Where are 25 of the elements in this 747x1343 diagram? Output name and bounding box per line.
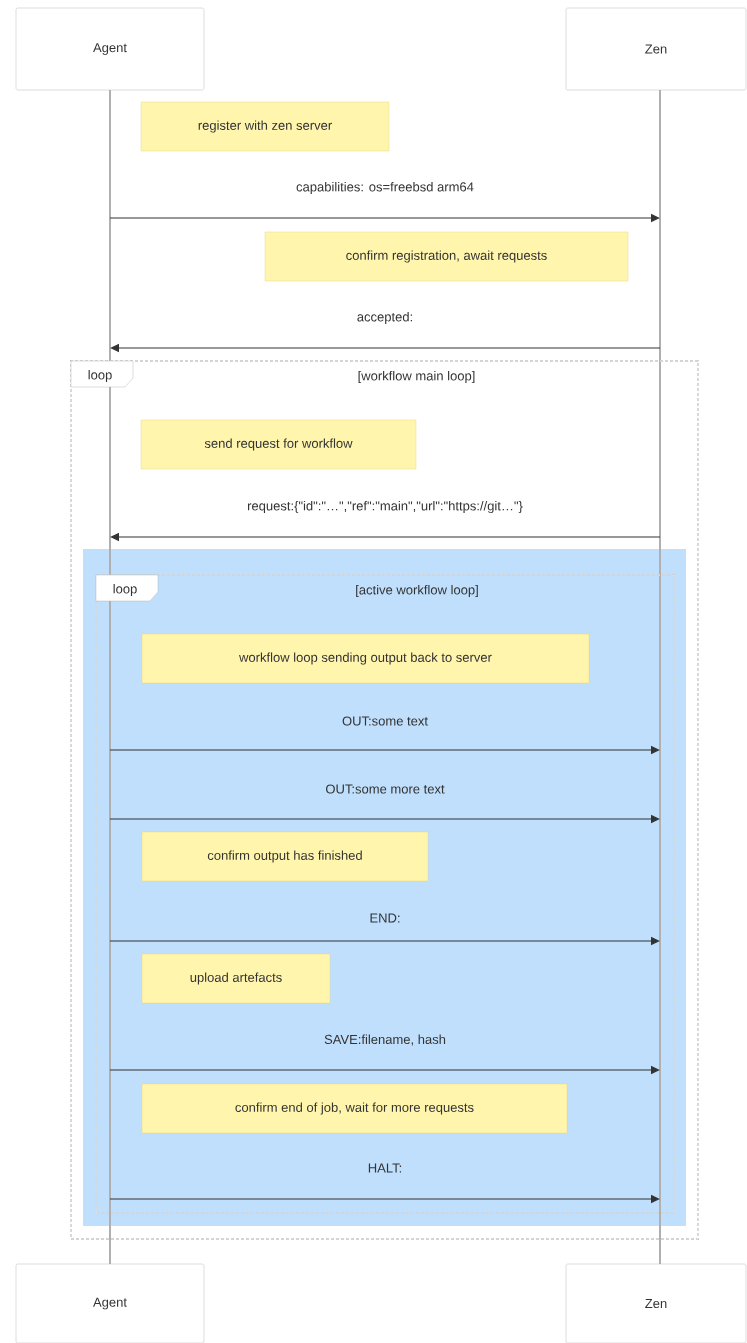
loop-tab: loop bbox=[95, 574, 159, 602]
note-box: confirm registration, await requests bbox=[264, 231, 629, 282]
loop-condition: [active workflow loop] bbox=[356, 584, 478, 598]
edge-label: END: bbox=[368, 912, 402, 924]
edge-label: OUT:some text bbox=[341, 715, 429, 727]
participant-box: Zen bbox=[565, 7, 747, 91]
participant-box: Zen bbox=[565, 1263, 747, 1343]
note-box: register with zen server bbox=[140, 101, 390, 152]
loop-condition: [workflow main loop] bbox=[358, 370, 475, 384]
edge-label: capabilities: os=freebsd arm64 bbox=[295, 180, 475, 196]
participant-box: Agent bbox=[15, 1263, 205, 1343]
note-box: send request for workflow bbox=[140, 419, 417, 470]
lifeline bbox=[109, 90, 111, 1264]
lifeline bbox=[659, 90, 661, 1264]
edge-label: OUT:some more text bbox=[324, 783, 446, 795]
note-box: confirm end of job, wait for more requests bbox=[141, 1083, 568, 1134]
edge-label: request:{"id":"…","ref":"main","url":"https://git…"} bbox=[246, 499, 524, 515]
edge-label: HALT: bbox=[366, 1162, 404, 1174]
loop-tab: loop bbox=[70, 360, 134, 388]
note-box: confirm output has finished bbox=[141, 831, 429, 882]
participant-box: Agent bbox=[15, 7, 205, 91]
note-box: workflow loop sending output back to server bbox=[141, 633, 590, 684]
note-box: upload artefacts bbox=[141, 953, 331, 1004]
edge-label: SAVE:filename, hash bbox=[323, 1033, 447, 1047]
edge-label: accepted: bbox=[355, 310, 415, 326]
